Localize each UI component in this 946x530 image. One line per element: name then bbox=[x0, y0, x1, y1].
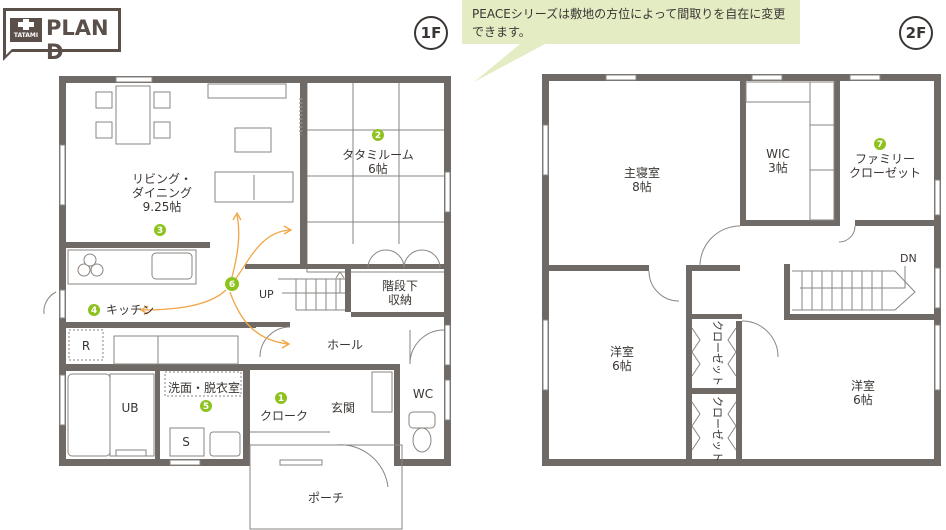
sink bbox=[151, 252, 193, 280]
wc-label: WC bbox=[413, 387, 433, 401]
wall-bath-right bbox=[243, 364, 250, 466]
master-label-2: 8帖 bbox=[632, 179, 652, 194]
wall-2f-left bbox=[542, 74, 549, 466]
floor-badge-2f: 2F bbox=[899, 16, 933, 50]
tatami-label-2: 6帖 bbox=[368, 161, 388, 176]
plan-name: PLAN D bbox=[46, 16, 109, 64]
up-label: UP bbox=[259, 288, 274, 301]
orientation-note-text: PEACEシリーズは敷地の方位によって間取りを自在に変更できます。 bbox=[472, 7, 786, 39]
living-label-1: リビング・ bbox=[132, 172, 192, 186]
marker-6 bbox=[225, 277, 239, 291]
refrigerator-label: R bbox=[82, 339, 90, 353]
western1-label-1: 洋室 bbox=[610, 344, 634, 359]
marker-7 bbox=[874, 138, 886, 150]
western2-label-1: 洋室 bbox=[851, 378, 875, 393]
western1-label-2: 6帖 bbox=[612, 358, 632, 373]
stair-storage-label-1: 階段下 bbox=[382, 278, 418, 293]
closet2-label: クローゼット bbox=[711, 396, 724, 462]
western2-label-2: 6帖 bbox=[853, 392, 873, 407]
cloak-label: クローク bbox=[260, 409, 308, 423]
closet1-label: クローゼット bbox=[711, 320, 724, 386]
family-closet-label-1: ファミリー bbox=[855, 152, 915, 166]
wall-bath-wash bbox=[155, 371, 160, 459]
family-closet-label-2: クローゼット bbox=[849, 166, 921, 180]
marker-1 bbox=[275, 392, 287, 404]
callout-pointer bbox=[474, 44, 545, 82]
tatami-grid bbox=[306, 79, 446, 273]
marker-3 bbox=[154, 224, 166, 236]
wall-1f-bottom-left bbox=[59, 459, 249, 466]
floor-badge-1f: 1F bbox=[414, 16, 448, 50]
kitchen-cupboard bbox=[113, 335, 239, 365]
wall-kitchen-top bbox=[66, 242, 210, 248]
wall-1f-top bbox=[59, 76, 451, 83]
marker-7-label: 7 bbox=[877, 140, 883, 150]
coffee-table bbox=[234, 127, 272, 153]
circulation-arrows bbox=[139, 211, 293, 349]
wall-wc-left bbox=[394, 364, 400, 466]
shower-area bbox=[109, 373, 155, 457]
wall-hall-stub bbox=[250, 322, 290, 327]
washroom-label: 洗面・脱衣室 bbox=[168, 380, 240, 395]
living-label-2: ダイニング bbox=[132, 185, 192, 200]
stair-storage-label-2: 収納 bbox=[388, 293, 412, 307]
logo-tail-icon bbox=[3, 49, 15, 61]
plan-logo: TATAMI PLAN D bbox=[3, 8, 127, 64]
porch-area bbox=[249, 444, 403, 530]
porch-label: ポーチ bbox=[308, 491, 344, 505]
tatami-mark-icon bbox=[18, 19, 34, 30]
marker-1-label: 1 bbox=[278, 394, 284, 404]
wall-1f-right bbox=[444, 76, 451, 466]
wic-label-1: WIC bbox=[766, 147, 790, 161]
dn-label: DN bbox=[900, 252, 917, 265]
toilet-bowl bbox=[412, 427, 432, 453]
wall-hall-bottom bbox=[250, 364, 400, 370]
marker-2-label: 2 bbox=[375, 131, 381, 141]
storage-unit bbox=[169, 427, 205, 457]
bathtub bbox=[67, 373, 111, 457]
tv-board bbox=[207, 83, 287, 99]
marker-4-label: 4 bbox=[91, 306, 97, 316]
wall-bath-top bbox=[66, 364, 250, 371]
stairs-2f bbox=[792, 266, 916, 311]
tatami-label-1: タタミルーム bbox=[342, 148, 414, 162]
wall-1f-bottom-right bbox=[400, 459, 451, 466]
orientation-note: PEACEシリーズは敷地の方位によって間取りを自在に変更できます。 bbox=[462, 0, 800, 44]
entrance-label: 玄関 bbox=[331, 400, 355, 415]
kitchen-label: キッチン bbox=[106, 303, 154, 317]
bath-label: UB bbox=[121, 401, 138, 415]
wash-basin bbox=[209, 431, 241, 457]
wall-2f-bottom bbox=[542, 459, 941, 466]
marker-4 bbox=[88, 304, 100, 316]
tatami-badge-text: TATAMI bbox=[13, 32, 39, 39]
stairs-1f bbox=[278, 271, 345, 311]
marker-2 bbox=[372, 129, 384, 141]
shoe-cabinet bbox=[371, 371, 393, 413]
logo-frame: TATAMI PLAN D bbox=[3, 8, 121, 64]
wall-living-tatami bbox=[300, 83, 307, 268]
dining-table bbox=[115, 85, 151, 145]
marker-6-label: 6 bbox=[229, 280, 235, 290]
wall-kitchen-bottom bbox=[66, 322, 256, 328]
wic-label-2: 3帖 bbox=[768, 160, 788, 175]
wall-stair-top bbox=[245, 264, 445, 269]
wall-2f-top bbox=[542, 74, 940, 81]
wall-1f-left bbox=[59, 76, 66, 466]
hall-label: ホール bbox=[327, 338, 363, 352]
refrigerator-space bbox=[68, 329, 104, 361]
tatami-badge: TATAMI bbox=[10, 18, 42, 42]
master-label-1: 主寝室 bbox=[624, 165, 660, 180]
toilet-tank bbox=[408, 411, 436, 429]
storage-s-label: S bbox=[182, 435, 190, 449]
marker-3-label: 3 bbox=[157, 226, 163, 236]
wall-storage-bottom bbox=[351, 312, 445, 317]
marker-5 bbox=[200, 400, 212, 412]
first-floor-plan: 2 3 4 6 5 1 リビング・ ダイニング 9.25帖 タタミルーム 6帖 … bbox=[43, 76, 451, 530]
wall-storage-left bbox=[345, 268, 351, 312]
marker-5-label: 5 bbox=[203, 402, 209, 412]
second-floor-plan: 7 主寝室 8帖 WIC 3帖 ファミリー クローゼット DN 洋室 6帖 洋室… bbox=[542, 74, 941, 466]
living-label-3: 9.25帖 bbox=[143, 199, 182, 214]
